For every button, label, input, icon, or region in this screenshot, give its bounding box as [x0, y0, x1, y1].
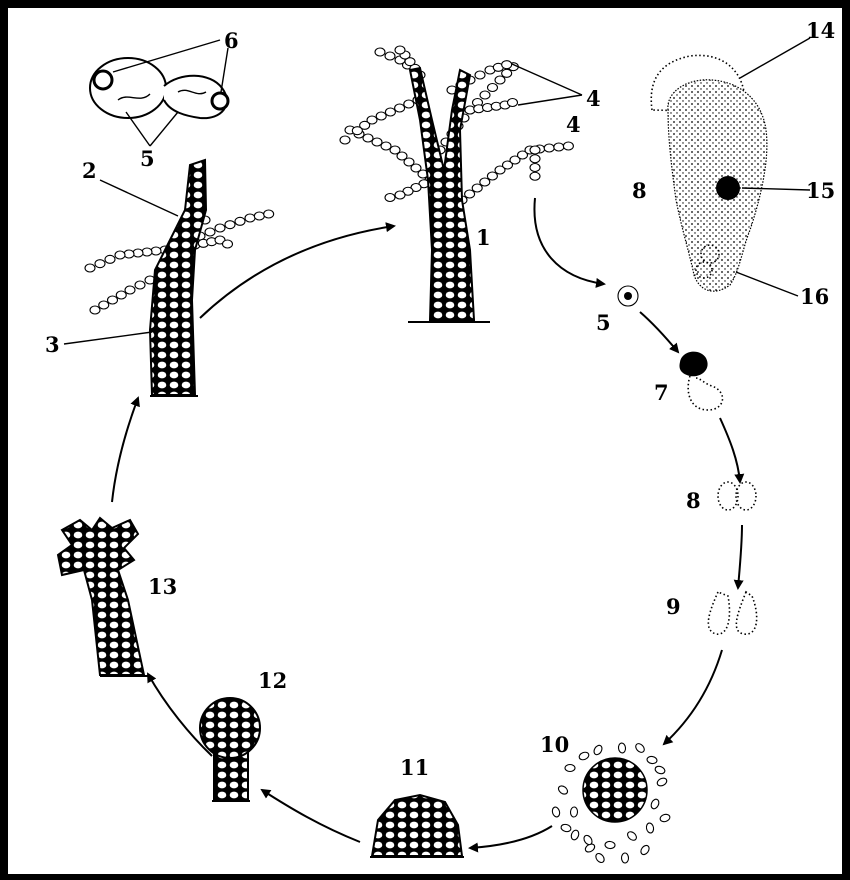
label-4-second: 4 [566, 112, 581, 137]
label-9: 9 [666, 594, 681, 619]
stage-5-spore [618, 286, 638, 306]
label-11: 11 [400, 755, 429, 780]
label-15: 15 [806, 178, 835, 203]
label-2: 2 [82, 158, 97, 183]
label-4: 4 [586, 86, 601, 111]
label-14: 14 [806, 18, 835, 43]
label-6: 6 [224, 28, 239, 53]
label-7: 7 [654, 380, 669, 405]
label-5: 5 [596, 310, 611, 335]
label-3: 3 [45, 332, 60, 357]
label-5-inset: 5 [140, 146, 155, 171]
label-16: 16 [800, 284, 829, 309]
label-13: 13 [148, 574, 177, 599]
label-8-inset: 8 [632, 178, 647, 203]
label-1: 1 [476, 225, 491, 250]
label-10: 10 [540, 732, 569, 757]
label-12: 12 [258, 668, 287, 693]
label-8: 8 [686, 488, 701, 513]
